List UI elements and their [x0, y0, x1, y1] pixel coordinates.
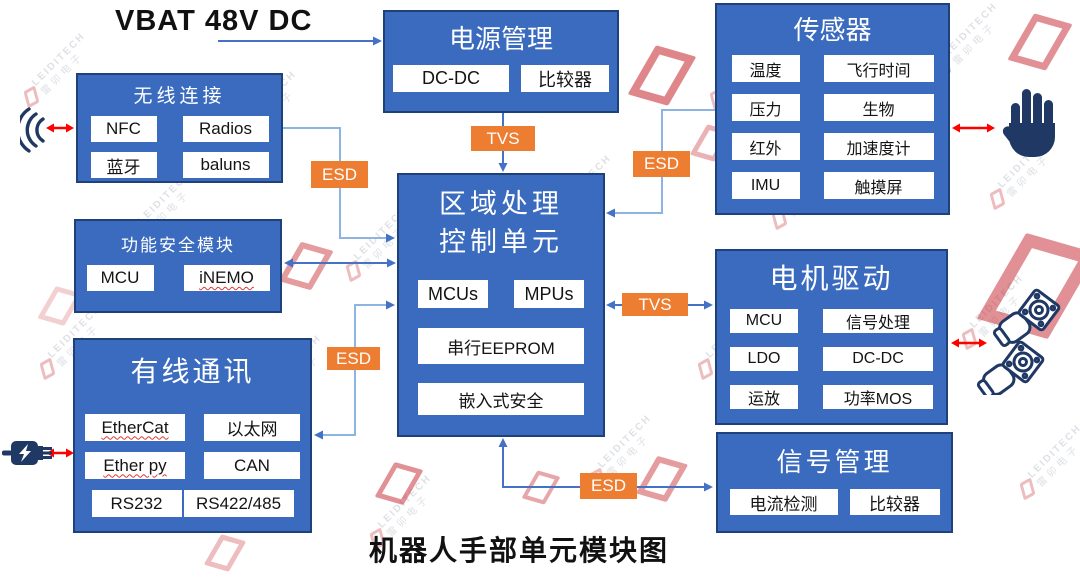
stepper-motors-icon [977, 288, 1061, 395]
brand-logo-icon [1007, 13, 1073, 71]
brand-logo-icon [521, 470, 561, 505]
chip-bio: 生物 [823, 94, 934, 121]
chip-mpus: MPUs [514, 280, 584, 308]
module-signal-management: 信号管理 电流检测 比较器 [716, 432, 953, 533]
module-title: 无线连接 [133, 86, 226, 107]
tvs-tag: TVS [622, 293, 688, 316]
chip-ethernet: 以太网 [204, 414, 300, 441]
module-wired-communication: 有线通讯 EtherCat 以太网 Ether py CAN RS232 RS4… [73, 338, 312, 533]
chip-mcu: MCU [730, 309, 798, 333]
chip-ether-py: Ether py [85, 452, 185, 479]
chip-dc-dc: DC-DC [393, 65, 509, 92]
chip-ethercat: EtherCat [85, 414, 185, 441]
watermark-brand-cn: 雷卯电子 [950, 19, 999, 68]
chip-mcus: MCUs [418, 280, 488, 308]
chip-mcu: MCU [86, 265, 154, 291]
chip-baluns: baluns [182, 152, 269, 178]
chip-rs422-485: RS422/485 [183, 490, 294, 517]
chip-touchscreen: 触摸屏 [823, 172, 934, 199]
module-motor-drive: 电机驱动 MCU 信号处理 LDO DC-DC 运放 功率MOS [715, 249, 948, 425]
brand-logo-icon [374, 461, 424, 506]
watermark-brand-cn: 雷卯电子 [1034, 441, 1080, 490]
chip-infrared: 红外 [731, 133, 800, 160]
chip-power-mos: 功率MOS [823, 385, 933, 409]
chip-comparator: 比较器 [849, 489, 940, 515]
module-title: 电机驱动 [769, 263, 894, 294]
chip-pressure: 压力 [731, 94, 800, 121]
brand-logo-icon [39, 357, 56, 381]
esd-tag: ESD [633, 151, 690, 177]
chip-embedded-security: 嵌入式安全 [418, 383, 584, 415]
brand-logo-icon [278, 241, 334, 291]
chip-ldo: LDO [730, 347, 798, 371]
esd-tag: ESD [580, 473, 637, 499]
line-wired-esd-mcu [318, 304, 388, 436]
title-line-2: 控制单元 [439, 227, 563, 257]
brand-logo-icon [989, 187, 1006, 211]
module-title: 功能安全模块 [121, 236, 235, 255]
chip-comparator: 比较器 [521, 65, 609, 92]
esd-tag: ESD [311, 161, 368, 188]
title-line-1: 区域处理 [439, 189, 563, 219]
brand-logo-icon [23, 85, 40, 109]
watermark-brand-cn: 雷卯电子 [604, 431, 653, 480]
chip-signal-processing: 信号处理 [823, 309, 933, 333]
watermark-brand: LEIDITECH [1026, 422, 1080, 481]
module-title: 电源管理 [448, 24, 553, 54]
cable-plug-icon [2, 441, 52, 465]
brand-logo-icon [635, 455, 689, 503]
chip-imu: IMU [731, 172, 800, 199]
tvs-tag: TVS [471, 126, 535, 151]
chip-temperature: 温度 [731, 55, 800, 82]
diagram-caption: 机器人手部单元模块图 [368, 535, 669, 566]
module-title: 传感器 [793, 15, 872, 45]
brand-logo-icon [627, 45, 697, 106]
chip-can: CAN [204, 452, 300, 479]
chip-dc-dc: DC-DC [823, 347, 933, 371]
chip-radios: Radios [182, 116, 269, 142]
vbat-supply-label: VBAT 48V DC [115, 5, 313, 37]
esd-tag: ESD [327, 347, 380, 370]
chip-current-sense: 电流检测 [729, 489, 838, 515]
module-zone-control-unit: 区域处理 控制单元 MCUs MPUs 串行EEPROM 嵌入式安全 [397, 173, 605, 437]
chip-nfc: NFC [90, 116, 157, 142]
module-title: 信号管理 [776, 447, 893, 477]
brand-logo-icon [961, 327, 978, 351]
module-title: 有线通讯 [130, 356, 255, 387]
brand-logo-icon [697, 357, 714, 381]
chip-time-of-flight: 飞行时间 [823, 55, 934, 82]
module-functional-safety: 功能安全模块 MCU iNEMO [74, 219, 282, 313]
brand-logo-icon [1019, 477, 1036, 501]
module-sensors: 传感器 温度 飞行时间 压力 生物 红外 加速度计 IMU 触摸屏 [715, 3, 950, 215]
chip-inemo: iNEMO [183, 265, 270, 291]
module-title: 区域处理 控制单元 [399, 185, 603, 261]
chip-accelerometer: 加速度计 [823, 133, 934, 160]
module-wireless-connectivity: 无线连接 NFC Radios 蓝牙 baluns [76, 73, 283, 183]
watermark-brand: LEIDITECH [376, 472, 434, 531]
chip-bluetooth: 蓝牙 [90, 152, 157, 178]
module-power-management: 电源管理 DC-DC 比较器 [383, 10, 619, 113]
hand-icon [1002, 89, 1055, 157]
brand-logo-icon [345, 259, 362, 283]
chip-op-amp: 运放 [730, 385, 798, 409]
chip-rs232: RS232 [91, 490, 182, 517]
wireless-signal-icon [20, 107, 45, 153]
watermark-brand: LEIDITECH [942, 0, 1000, 59]
chip-serial-eeprom: 串行EEPROM [418, 328, 584, 364]
